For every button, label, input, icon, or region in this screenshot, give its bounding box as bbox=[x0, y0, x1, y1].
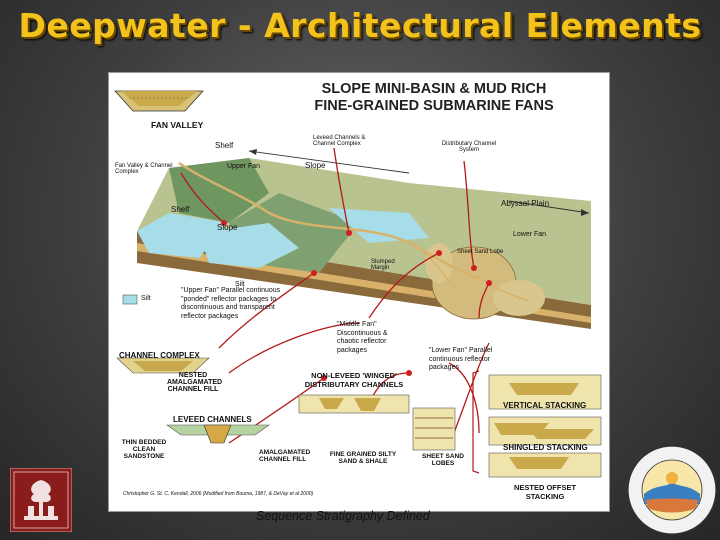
label-slope-block: Slope bbox=[217, 223, 238, 232]
label-channel-complex: CHANNEL COMPLEX bbox=[119, 351, 200, 360]
label-slope-arrow: Slope bbox=[305, 161, 326, 170]
label-slumped-margin: Slumped Margin bbox=[371, 259, 395, 271]
stacking-panel bbox=[488, 374, 602, 478]
slide-caption: Sequence Stratigraphy Defined bbox=[256, 509, 430, 523]
label-nested-offset: NESTED OFFSET STACKING bbox=[513, 483, 577, 501]
label-shingled-stacking: SHINGLED STACKING bbox=[503, 443, 588, 452]
label-non-leveed: NON-LEVEED 'WINGED' DISTRIBUTARY CHANNEL… bbox=[304, 371, 404, 389]
label-shelf-top: Shelf bbox=[215, 141, 234, 150]
label-amalgamated-fill: AMALGAMATED CHANNEL FILL bbox=[259, 449, 311, 463]
label-silt-legend: Silt bbox=[141, 295, 151, 302]
label-fan-valley: FAN VALLEY bbox=[151, 120, 204, 130]
channel-complex-thumbnail bbox=[116, 357, 210, 374]
label-silt-block: Silt bbox=[235, 281, 245, 288]
leveed-channels-thumbnail bbox=[166, 424, 270, 444]
label-nested-amalgamated: NESTED AMALGAMATED CHANNEL FILL bbox=[167, 372, 223, 393]
note-lower-fan: "Lower Fan" Parallel continuous reflecto… bbox=[429, 347, 493, 371]
geological-survey-seal-logo bbox=[627, 445, 717, 535]
basin-block bbox=[137, 149, 591, 329]
label-leveed-channels: LEVEED CHANNELS bbox=[173, 415, 252, 424]
figure-title: SLOPE MINI-BASIN & MUD RICH FINE-GRAINED… bbox=[264, 81, 604, 115]
label-upper-fan: Upper Fan bbox=[227, 163, 261, 170]
architecture-figure: SLOPE MINI-BASIN & MUD RICH FINE-GRAINED… bbox=[108, 72, 610, 512]
fan-valley-thumbnail bbox=[114, 90, 204, 112]
block-diagram bbox=[114, 90, 602, 478]
non-leveed-thumbnail bbox=[298, 394, 410, 414]
label-lower-fan: Lower Fan bbox=[513, 231, 547, 238]
sheet-sand-lobes-thumbnail bbox=[412, 407, 456, 451]
label-distributary-channel-system: Distributary Channel System bbox=[441, 141, 497, 153]
label-shelf-block: Shelf bbox=[171, 205, 190, 214]
note-upper-fan: "Upper Fan" Parallel continuous "ponded"… bbox=[181, 287, 281, 320]
figure-credit: Christopher G. St. C. Kendall, 2006 (Mod… bbox=[123, 491, 314, 497]
label-fine-grained: FINE GRAINED SILTY SAND & SHALE bbox=[329, 451, 397, 465]
label-abyssal-plain: Abyssal Plain bbox=[501, 199, 550, 208]
label-leveed-channels-complex: Leveed Channels & Channel Complex bbox=[313, 135, 366, 147]
note-middle-fan: "Middle Fan" Discontinuous & chaotic ref… bbox=[337, 321, 388, 354]
label-vertical-stacking: VERTICAL STACKING bbox=[503, 401, 587, 410]
silt-legend-swatch bbox=[122, 294, 138, 305]
label-thin-bedded: THIN BEDDED CLEAN SANDSTONE bbox=[121, 439, 167, 460]
stacking-bracket bbox=[472, 370, 480, 474]
callout-dots bbox=[221, 220, 492, 381]
university-seal-logo bbox=[10, 468, 72, 532]
slide-title: Deepwater - Architectural Elements bbox=[18, 6, 702, 45]
label-sheet-sand-lobes: SHEET SAND LOBES bbox=[422, 453, 464, 467]
label-sand-lobe: Sheet Sand Lobe bbox=[457, 249, 504, 255]
label-fan-valley-channel-complex: Fan Valley & Channel Complex bbox=[115, 163, 173, 175]
figure-title-line-2: FINE-GRAINED SUBMARINE FANS bbox=[314, 98, 554, 114]
figure-title-line-1: SLOPE MINI-BASIN & MUD RICH bbox=[321, 81, 547, 97]
